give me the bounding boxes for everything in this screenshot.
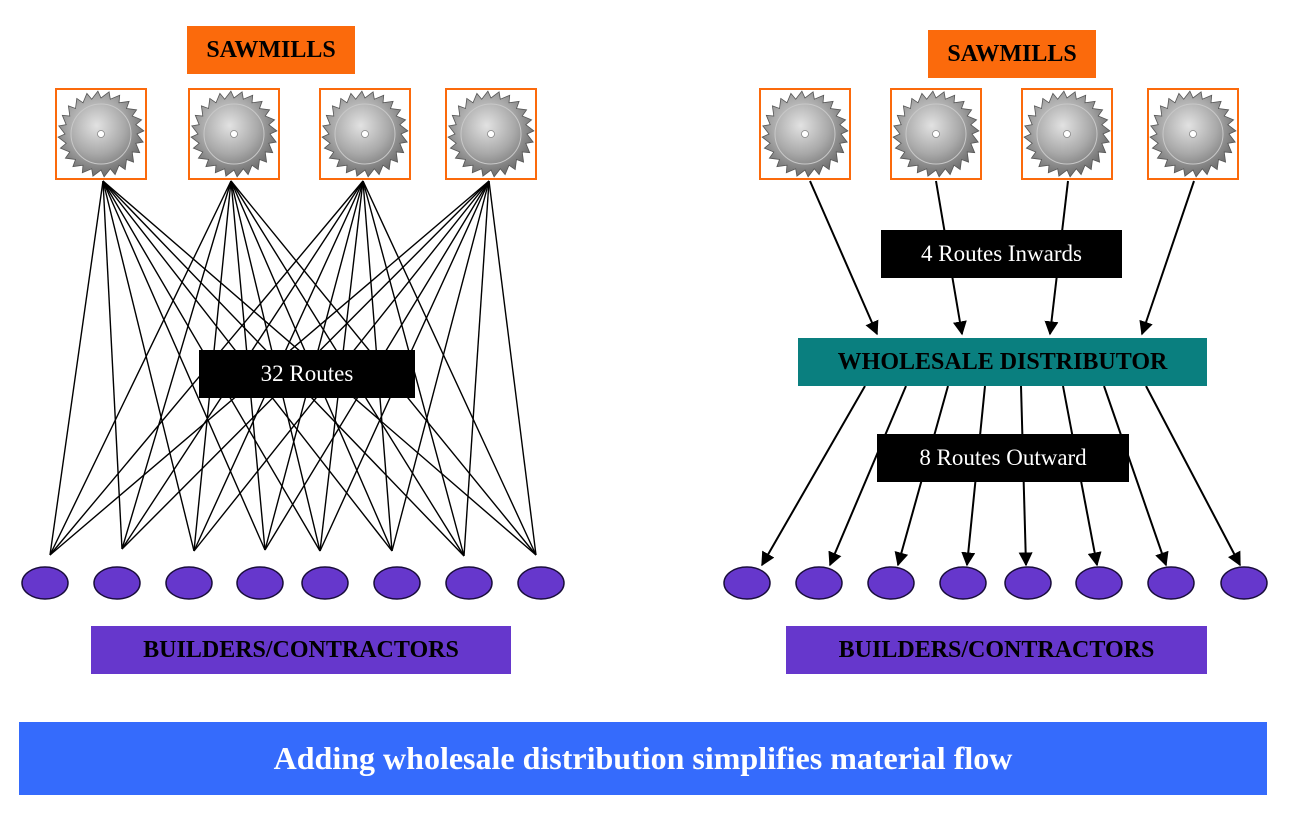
outward-route-arrow: [1103, 385, 1169, 567]
left-builder-node-3: [165, 566, 213, 600]
right-sawmill-icon-1: [759, 88, 851, 180]
route-line: [102, 180, 266, 551]
right-builder-node-4: [939, 566, 987, 600]
left-builders-label: BUILDERS/CONTRACTORS: [91, 626, 511, 674]
wholesale-distributor-box: WHOLESALE DISTRIBUTOR: [798, 338, 1207, 386]
left-sawmill-icon-1: [55, 88, 147, 180]
left-routes-label: 32 Routes: [199, 350, 415, 398]
left-builder-node-2: [93, 566, 141, 600]
right-builder-node-7: [1147, 566, 1195, 600]
outward-route-arrow: [1145, 385, 1241, 567]
footer-caption: Adding wholesale distribution simplifies…: [19, 722, 1267, 795]
left-builder-node-7: [445, 566, 493, 600]
sawmill-icons: [55, 88, 1239, 180]
outward-routes-label: 8 Routes Outward: [877, 434, 1129, 482]
left-builder-node-6: [373, 566, 421, 600]
right-sawmills-label: SAWMILLS: [928, 30, 1096, 78]
right-builder-node-8: [1220, 566, 1268, 600]
route-line: [463, 180, 490, 557]
inward-route-arrow: [1139, 180, 1195, 336]
left-builder-node-4: [236, 566, 284, 600]
route-line: [102, 180, 195, 552]
right-builders-label: BUILDERS/CONTRACTORS: [786, 626, 1207, 674]
right-builder-node-1: [723, 566, 771, 600]
right-builder-node-3: [867, 566, 915, 600]
inward-routes-label: 4 Routes Inwards: [881, 230, 1122, 278]
route-line: [102, 180, 123, 550]
route-line: [488, 180, 537, 556]
left-sawmill-icon-3: [319, 88, 411, 180]
route-line: [391, 180, 490, 552]
right-sawmill-icon-3: [1021, 88, 1113, 180]
route-line: [49, 180, 104, 556]
right-builder-node-5: [1004, 566, 1052, 600]
left-sawmill-icon-2: [188, 88, 280, 180]
route-line: [362, 180, 537, 556]
right-builder-node-6: [1075, 566, 1123, 600]
left-builder-node-1: [21, 566, 69, 600]
route-line: [49, 180, 232, 556]
inward-route-arrow: [809, 180, 879, 336]
left-builder-node-5: [301, 566, 349, 600]
left-sawmill-icon-4: [445, 88, 537, 180]
left-builder-node-8: [517, 566, 565, 600]
left-sawmills-label: SAWMILLS: [187, 26, 355, 74]
outward-route-arrow: [761, 385, 866, 567]
route-line: [121, 180, 232, 550]
right-sawmill-icon-2: [890, 88, 982, 180]
right-builder-node-2: [795, 566, 843, 600]
right-sawmill-icon-4: [1147, 88, 1239, 180]
builder-nodes: [21, 566, 1268, 600]
outward-route-arrow: [828, 385, 907, 567]
